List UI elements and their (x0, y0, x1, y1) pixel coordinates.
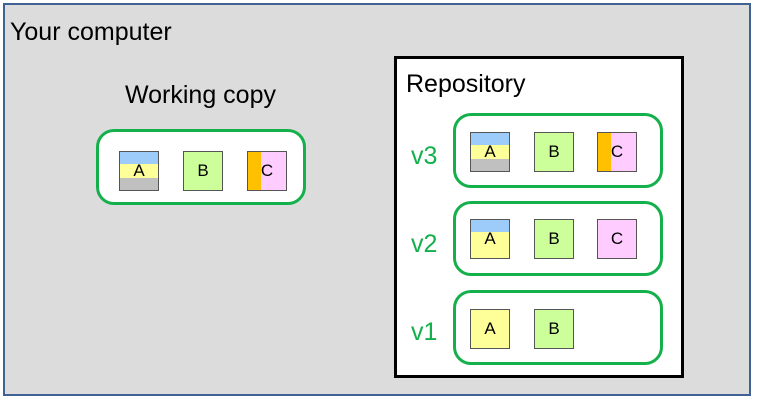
file-label: B (548, 142, 560, 161)
file-label: A (484, 142, 496, 161)
file-label: C (260, 161, 274, 180)
file-c: C (247, 151, 287, 191)
file-a: A (470, 132, 510, 172)
file-c-side-change (248, 152, 261, 190)
file-a: A (119, 151, 159, 191)
file-c: C (597, 132, 637, 172)
file-c: C (597, 219, 637, 259)
file-label: B (548, 319, 560, 338)
version-group-v3: A B C (453, 113, 663, 188)
file-a: A (470, 219, 510, 259)
file-label: C (610, 229, 624, 248)
file-a-top-change (471, 220, 509, 232)
file-label: B (548, 229, 560, 248)
version-label-v2: v2 (411, 230, 438, 258)
file-b: B (534, 132, 574, 172)
working-copy-group: A B C (96, 129, 306, 205)
file-a-top-change (120, 152, 158, 164)
file-c-side-change (598, 133, 611, 171)
file-label: A (484, 319, 496, 338)
file-b: B (534, 219, 574, 259)
file-label: A (484, 229, 496, 248)
file-a-bottom-change (120, 178, 158, 190)
repository-box: Repository v3 A B C v2 A B C v1 (394, 56, 684, 378)
file-b: B (534, 309, 574, 349)
file-a: A (470, 309, 510, 349)
file-b: B (183, 151, 223, 191)
computer-label: Your computer (10, 18, 172, 46)
repository-label: Repository (406, 70, 526, 98)
file-label: C (610, 142, 624, 161)
file-a-top-change (471, 133, 509, 145)
version-label-v1: v1 (411, 318, 438, 346)
file-label: A (133, 161, 145, 180)
version-group-v1: A B (453, 290, 663, 365)
working-copy-label: Working copy (125, 81, 276, 109)
version-label-v3: v3 (411, 142, 438, 170)
file-label: B (197, 161, 209, 180)
version-group-v2: A B C (453, 201, 663, 276)
file-a-bottom-change (471, 159, 509, 171)
